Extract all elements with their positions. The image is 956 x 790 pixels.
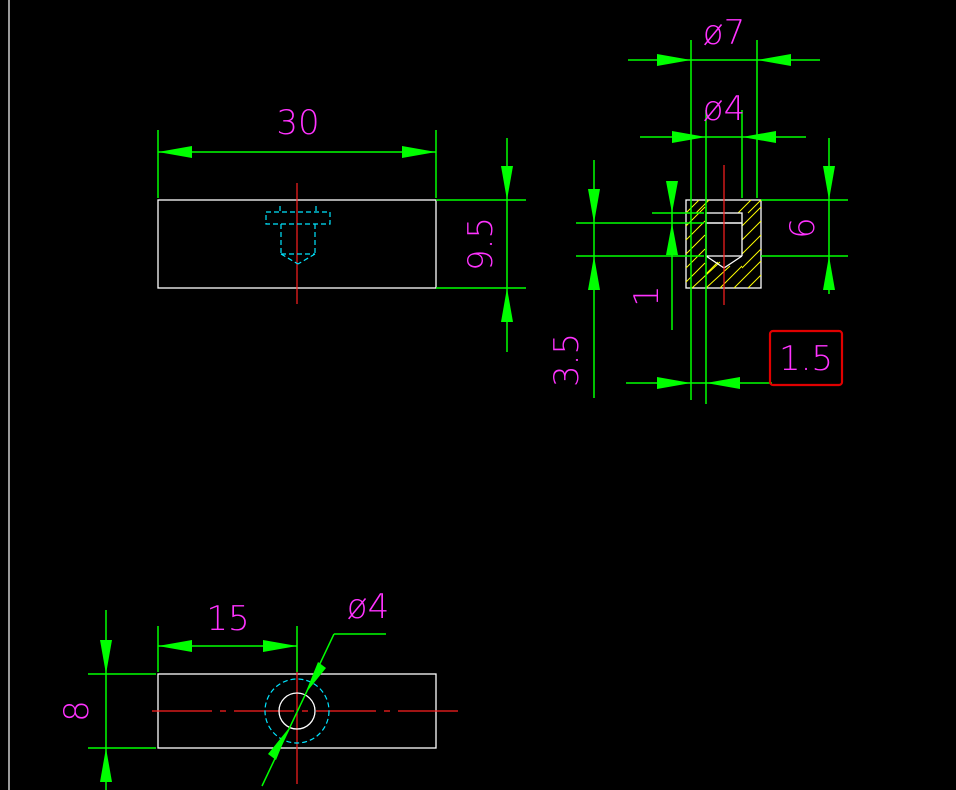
dimension-position-15[interactable]: 15: [157, 599, 298, 672]
dimension-width-30[interactable]: 30: [157, 103, 437, 198]
dimension-position-15-text: 15: [206, 599, 249, 639]
section-view-hatching: [685, 199, 762, 289]
dimension-height-8-text: 8: [57, 700, 97, 722]
top-view-hidden-counterbore: [264, 678, 330, 744]
dimension-diameter-7[interactable]: ø7: [628, 13, 820, 400]
dimension-depth-6-text: 6: [783, 217, 823, 239]
front-view[interactable]: 30 9.5: [157, 103, 526, 352]
dimension-diameter-7-text: ø7: [703, 13, 745, 53]
dimension-offset-3-5[interactable]: 3.5: [547, 160, 704, 398]
dimension-wall-1-5[interactable]: 1.5: [626, 329, 844, 389]
top-view[interactable]: 15 8 ø4: [57, 587, 458, 790]
dimension-hole-diameter-4[interactable]: ø4: [261, 587, 389, 787]
dimension-wall-1-5-text: 1.5: [779, 339, 833, 379]
dimension-diameter-4[interactable]: ø4: [640, 89, 806, 404]
top-view-hole: [278, 692, 316, 730]
dimension-height-9-5-text: 9.5: [461, 217, 501, 271]
dimension-offset-3-5-text: 3.5: [547, 333, 587, 387]
selected-dimension-box[interactable]: [768, 329, 844, 387]
front-view-hidden-hole: [265, 206, 331, 265]
dimension-hole-diameter-4-text: ø4: [347, 587, 389, 627]
dimension-depth-6[interactable]: 6: [761, 138, 848, 294]
dimension-height-9-5[interactable]: 9.5: [436, 138, 526, 352]
section-view[interactable]: ø7 ø4 6 1: [547, 13, 848, 404]
dimension-bottom-1[interactable]: 1: [627, 181, 704, 330]
dimension-bottom-1-text: 1: [627, 285, 667, 307]
dimension-width-30-text: 30: [276, 103, 319, 143]
dimension-height-8[interactable]: 8: [57, 610, 156, 790]
dimension-diameter-4-text: ø4: [703, 89, 745, 129]
